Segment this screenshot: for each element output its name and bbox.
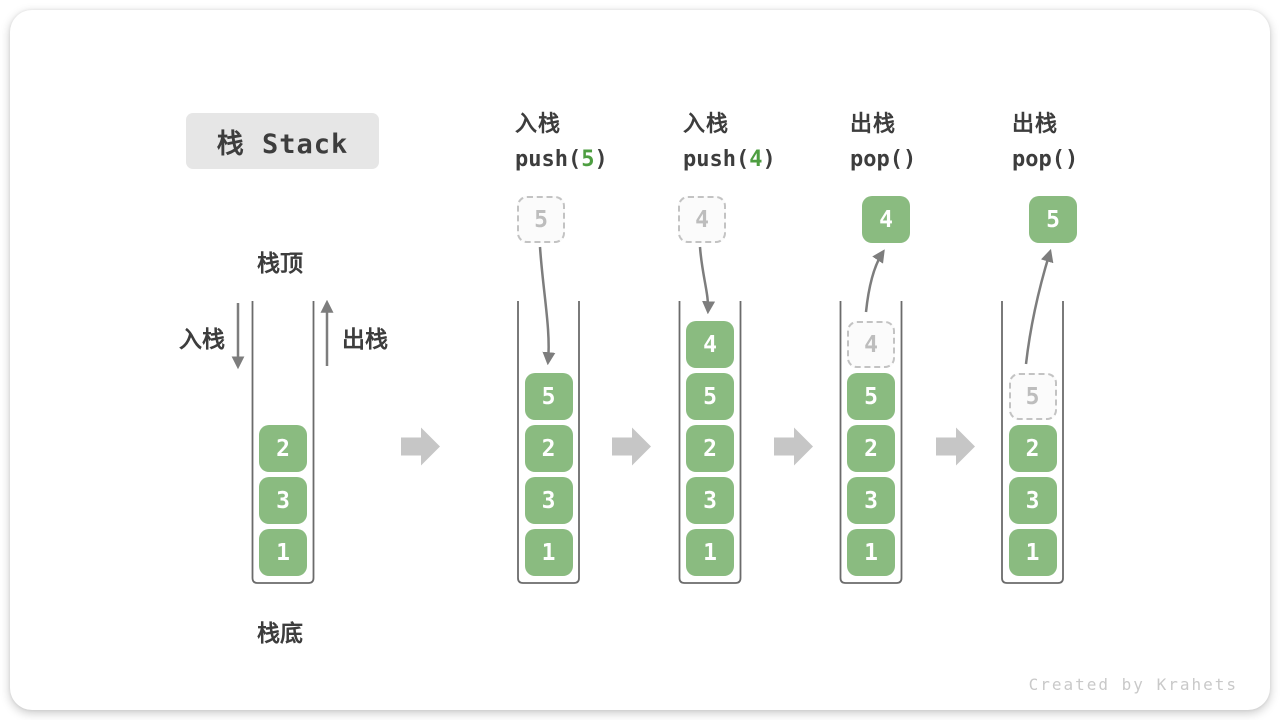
flow-arrow-icon: [401, 427, 440, 466]
operation-code-text: pop(: [850, 147, 903, 172]
push-arrow-icon: [538, 246, 556, 366]
stack-element: 5: [686, 373, 734, 420]
stack-top-label: 栈顶: [257, 250, 303, 276]
stack-container-outline: [517, 301, 580, 584]
stack-element: 2: [847, 425, 895, 472]
popped-element-box: 4: [862, 196, 910, 243]
stack-element: 4: [686, 321, 734, 368]
operation-code: push(4): [683, 147, 833, 172]
operation-code: pop(): [850, 147, 1000, 172]
stack-container-outline: [839, 301, 903, 584]
operation-header: 出栈 pop(): [850, 106, 1000, 172]
pop-arrow-icon: [864, 249, 885, 313]
operation-code-text: push(: [515, 147, 582, 172]
stack-element: 5: [847, 373, 895, 420]
operation-code-text: ): [1064, 147, 1079, 172]
incoming-element-ghost-box: 5: [517, 196, 565, 243]
stack-element: 5: [524, 373, 573, 420]
incoming-element-ghost-box: 4: [678, 196, 726, 243]
operation-label: 入栈: [515, 111, 562, 136]
stack-element: 1: [1008, 529, 1057, 576]
operation-code-argument: 4: [749, 147, 763, 172]
stack-element: 1: [524, 529, 573, 576]
stack-element: 2: [686, 425, 734, 472]
operation-code: push(5): [515, 147, 665, 172]
operation-code-argument: 5: [581, 147, 595, 172]
flow-arrow-icon: [774, 427, 813, 466]
stack-container-outline: [1001, 301, 1064, 584]
operation-label: 出栈: [1012, 111, 1059, 136]
title-badge: 栈 Stack: [186, 113, 379, 169]
operation-code-text: ): [762, 147, 776, 172]
operation-code-text: push(: [683, 147, 750, 172]
operation-code-text: ): [902, 147, 917, 172]
operation-code-text: ): [594, 147, 608, 172]
stack-element: 3: [524, 477, 573, 524]
operation-code: pop(): [1012, 147, 1162, 172]
stack-element: 2: [524, 425, 573, 472]
stack-element: 1: [847, 529, 895, 576]
stack-element: 3: [1008, 477, 1057, 524]
operation-header: 入栈 push(4): [683, 106, 833, 172]
operation-header: 出栈 pop(): [1012, 106, 1162, 172]
stack-element: 1: [259, 529, 307, 576]
stack-element: 2: [1008, 425, 1057, 472]
operation-code-text: pop(: [1012, 147, 1065, 172]
stack-bottom-label: 栈底: [257, 620, 303, 646]
operation-label: 出栈: [850, 111, 897, 136]
flow-arrow-icon: [936, 427, 975, 466]
stack-element: 2: [259, 425, 307, 472]
stack-element-ghost: 4: [847, 321, 895, 368]
stack-element: 3: [686, 477, 734, 524]
pop-arrow-icon: [1024, 248, 1054, 365]
pop-side-label: 出栈: [342, 326, 388, 352]
flow-arrow-icon: [612, 427, 651, 466]
operation-header: 入栈 push(5): [515, 106, 665, 172]
watermark: Created by Krahets: [1028, 675, 1238, 694]
operation-label: 入栈: [683, 111, 730, 136]
stack-element: 1: [686, 529, 734, 576]
stack-container-outline: [678, 301, 742, 584]
stack-container-outline: [251, 301, 315, 584]
stack-element: 3: [259, 477, 307, 524]
stack-element-ghost: 5: [1008, 373, 1057, 420]
push-arrow-icon: [698, 246, 716, 315]
popped-element-box: 5: [1029, 196, 1077, 243]
push-side-label: 入栈: [179, 326, 225, 352]
stack-element: 3: [847, 477, 895, 524]
